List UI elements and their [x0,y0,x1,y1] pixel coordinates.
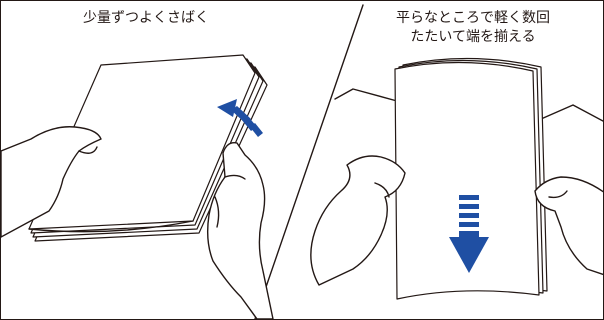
paper-sheet-top [28,54,256,230]
panel-divider [254,4,364,319]
tap-arrow-stripe [459,195,479,200]
fan-arrow-head [217,99,237,117]
right-hand [206,142,274,319]
table-edge [540,104,603,122]
tap-arrow-stripe [459,204,479,209]
upright-paper-stack [394,57,548,300]
left-hand-thumb-line [374,182,390,198]
fan-arrow-stripe [250,123,263,137]
tap-arrow-stripe [459,213,479,218]
left-hand [1,126,102,238]
table-edge [334,88,398,102]
step-2-caption-line-1: 平らなところで軽く数回 [396,10,550,26]
step-1-caption-line: 少量ずつよくさばく [83,10,209,26]
fan-direction-arrow-icon [217,99,263,137]
left-hand-shape [1,126,102,238]
step-2-caption: 平らなところで軽く数回 たたいて端を揃える [373,9,573,47]
fanned-paper-stack [28,54,268,242]
step-2-caption-line-2: たたいて端を揃える [410,29,536,45]
right-hand-right-panel [534,176,603,276]
step-1-caption: 少量ずつよくさばく [41,9,251,28]
tap-arrow-head [449,237,489,273]
paper-sheet-front [394,61,540,300]
left-hand-thumb [78,146,98,154]
tap-down-arrow-icon [449,195,489,273]
right-hand-finger-fold [224,174,246,180]
tap-arrow-shaft [459,231,479,237]
right-hand-finger-line [214,196,220,228]
right-hand-shape [206,142,274,319]
right-hand-shape [534,176,603,276]
left-hand-shape [310,155,406,286]
right-hand-thumb-line [548,190,568,199]
left-hand-right-panel [310,155,406,286]
tap-arrow-stripe [459,222,479,227]
paper-stack-edge [28,220,194,233]
